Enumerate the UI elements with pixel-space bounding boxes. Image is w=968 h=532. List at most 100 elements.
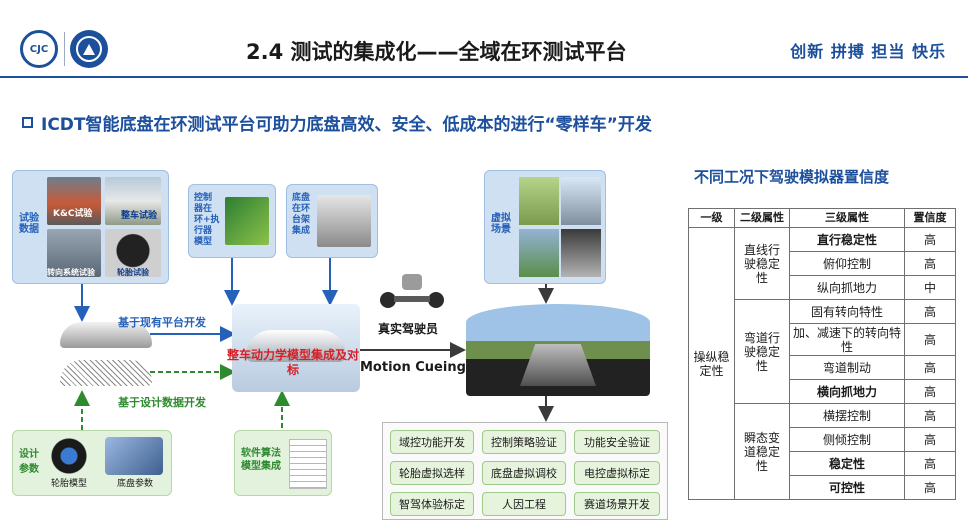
table-header-row: 一级 二级属性 三级属性 置信度 xyxy=(687,208,957,228)
level2-cell: 瞬态变道稳定性 xyxy=(734,403,791,500)
attr-cell: 横向抓地力 xyxy=(789,379,905,404)
steering-test-label: 转向系统试验 xyxy=(47,268,95,277)
chassis-rig-photo xyxy=(317,195,371,247)
software-model-label: 软件算法模型集成 xyxy=(241,448,281,472)
driver-rig-icon xyxy=(380,274,446,314)
design-data-label: 基于设计数据开发 xyxy=(118,396,206,409)
kc-test-label: K&C试验 xyxy=(53,209,93,219)
design-params-label: 设计参数 xyxy=(19,449,39,475)
school-logo-text: CJC xyxy=(29,43,49,55)
existing-platform-label: 基于现有平台开发 xyxy=(118,316,206,329)
conf-cell: 高 xyxy=(903,227,957,252)
attr-cell: 弯道制动 xyxy=(789,355,905,380)
attr-cell: 固有转向特性 xyxy=(789,299,905,324)
conf-cell: 高 xyxy=(903,403,957,428)
scene-thumb-4 xyxy=(561,229,601,277)
level2-cell: 直线行驶稳定性 xyxy=(734,227,791,300)
outcome-item: 人因工程 xyxy=(482,492,566,516)
outcome-item: 功能安全验证 xyxy=(574,430,660,454)
attr-cell: 侧倾控制 xyxy=(789,427,905,452)
chassis-params-label: 底盘参数 xyxy=(117,479,154,489)
vehicle-test-photo xyxy=(105,177,161,225)
header-rule xyxy=(0,76,968,78)
subtitle-text: ICDT智能底盘在环测试平台可助力底盘高效、安全、低成本的进行“零样车”开发 xyxy=(41,115,652,135)
table-header: 三级属性 xyxy=(789,208,905,228)
existing-car-image xyxy=(60,322,152,348)
conf-cell: 高 xyxy=(903,379,957,404)
outcome-item: 赛道场景开发 xyxy=(574,492,660,516)
scene-thumb-2 xyxy=(561,177,601,225)
attr-cell: 横摆控制 xyxy=(789,403,905,428)
page-title: 2.4 测试的集成化——全域在环测试平台 xyxy=(246,40,627,64)
design-car-wireframe xyxy=(60,360,152,386)
table-title: 不同工况下驾驶模拟器置信度 xyxy=(694,168,890,186)
attr-cell: 可控性 xyxy=(789,475,905,500)
motion-cueing-label: Motion Cueing xyxy=(360,360,466,375)
university-emblem xyxy=(70,30,108,68)
attr-cell: 纵向抓地力 xyxy=(789,275,905,300)
outcome-item: 底盘虚拟调校 xyxy=(482,461,566,485)
table-row: 纵向抓地力 中 xyxy=(689,275,957,300)
kc-test-photo xyxy=(47,177,101,225)
motion-platform xyxy=(520,344,596,386)
attr-cell: 稳定性 xyxy=(789,451,905,476)
steering-test-photo xyxy=(47,229,101,277)
section-subtitle: ICDT智能底盘在环测试平台可助力底盘高效、安全、低成本的进行“零样车”开发 xyxy=(22,110,652,135)
conf-cell: 高 xyxy=(903,427,957,452)
outcome-item: 轮胎虚拟选样 xyxy=(390,461,474,485)
table-header: 置信度 xyxy=(903,208,957,228)
outcome-item: 电控虚拟标定 xyxy=(574,461,660,485)
level1-cell: 操纵稳定性 xyxy=(687,227,736,500)
scene-thumb-3 xyxy=(519,229,559,277)
level2-cell: 弯道行驶稳定性 xyxy=(734,299,791,404)
attr-cell: 直行稳定性 xyxy=(789,227,905,252)
bullet-square-icon xyxy=(22,117,33,128)
outcome-item: 控制策略验证 xyxy=(482,430,566,454)
virtual-scene-panel: 虚拟场景 xyxy=(484,170,606,284)
chassis-rig-panel: 底盘在环台架集成 xyxy=(286,184,378,258)
chassis-params-image xyxy=(105,437,163,475)
conf-cell: 高 xyxy=(903,323,957,356)
chassis-rig-label: 底盘在环台架集成 xyxy=(292,193,311,236)
conf-cell: 高 xyxy=(903,299,957,324)
school-logo: CJC xyxy=(20,30,58,68)
logo-divider xyxy=(64,32,65,66)
controller-panel: 控制器在环+执行器模型 xyxy=(188,184,276,258)
tire-model-image xyxy=(51,435,87,477)
conf-cell: 高 xyxy=(903,355,957,380)
tire-test-label: 轮胎试验 xyxy=(117,268,149,277)
vehicle-model-label: 整车动力学模型集成及对标 xyxy=(226,348,359,377)
vehicle-test-label: 整车试验 xyxy=(121,211,158,221)
software-model-panel: 软件算法模型集成 xyxy=(234,430,332,496)
table-row: 可控性 高 xyxy=(689,475,957,500)
table-header: 二级属性 xyxy=(734,208,791,228)
tire-model-label: 轮胎模型 xyxy=(51,479,88,489)
test-data-label: 试验数据 xyxy=(19,213,39,235)
table-row: 操纵稳定性 直线行驶稳定性 直行稳定性 高 xyxy=(687,227,957,500)
table-header: 一级 xyxy=(687,208,736,228)
software-diagram-image xyxy=(289,439,327,489)
conf-cell: 高 xyxy=(903,475,957,500)
table-row: 俯仰控制 高 xyxy=(689,251,957,276)
confidence-table: 一级 二级属性 三级属性 置信度 操纵稳定性 直线行驶稳定性 直行稳定性 高 俯… xyxy=(687,208,957,500)
attr-cell: 加、减速下的转向特性 xyxy=(789,323,905,356)
attr-cell: 俯仰控制 xyxy=(789,251,905,276)
virtual-scene-label: 虚拟场景 xyxy=(491,213,511,235)
real-driver-label: 真实驾驶员 xyxy=(378,322,439,336)
motto: 创新 拼搏 担当 快乐 xyxy=(790,42,946,61)
conf-cell: 高 xyxy=(903,251,957,276)
conf-cell: 中 xyxy=(903,275,957,300)
controller-board-photo xyxy=(225,197,269,245)
conf-cell: 高 xyxy=(903,451,957,476)
design-params-panel: 设计参数 轮胎模型 底盘参数 xyxy=(12,430,172,496)
outcome-item: 智驾体验标定 xyxy=(390,492,474,516)
test-data-panel: 试验数据 K&C试验 整车试验 转向系统试验 轮胎试验 xyxy=(12,170,169,284)
table-row: 横向抓地力 高 xyxy=(689,379,957,404)
scene-thumb-1 xyxy=(519,177,559,225)
center-car-body xyxy=(246,330,346,362)
controller-label: 控制器在环+执行器模型 xyxy=(194,193,220,247)
outcome-item: 域控功能开发 xyxy=(390,430,474,454)
tire-test-photo xyxy=(105,229,161,277)
table-row: 弯道行驶稳定性 固有转向特性 高 xyxy=(689,299,957,404)
